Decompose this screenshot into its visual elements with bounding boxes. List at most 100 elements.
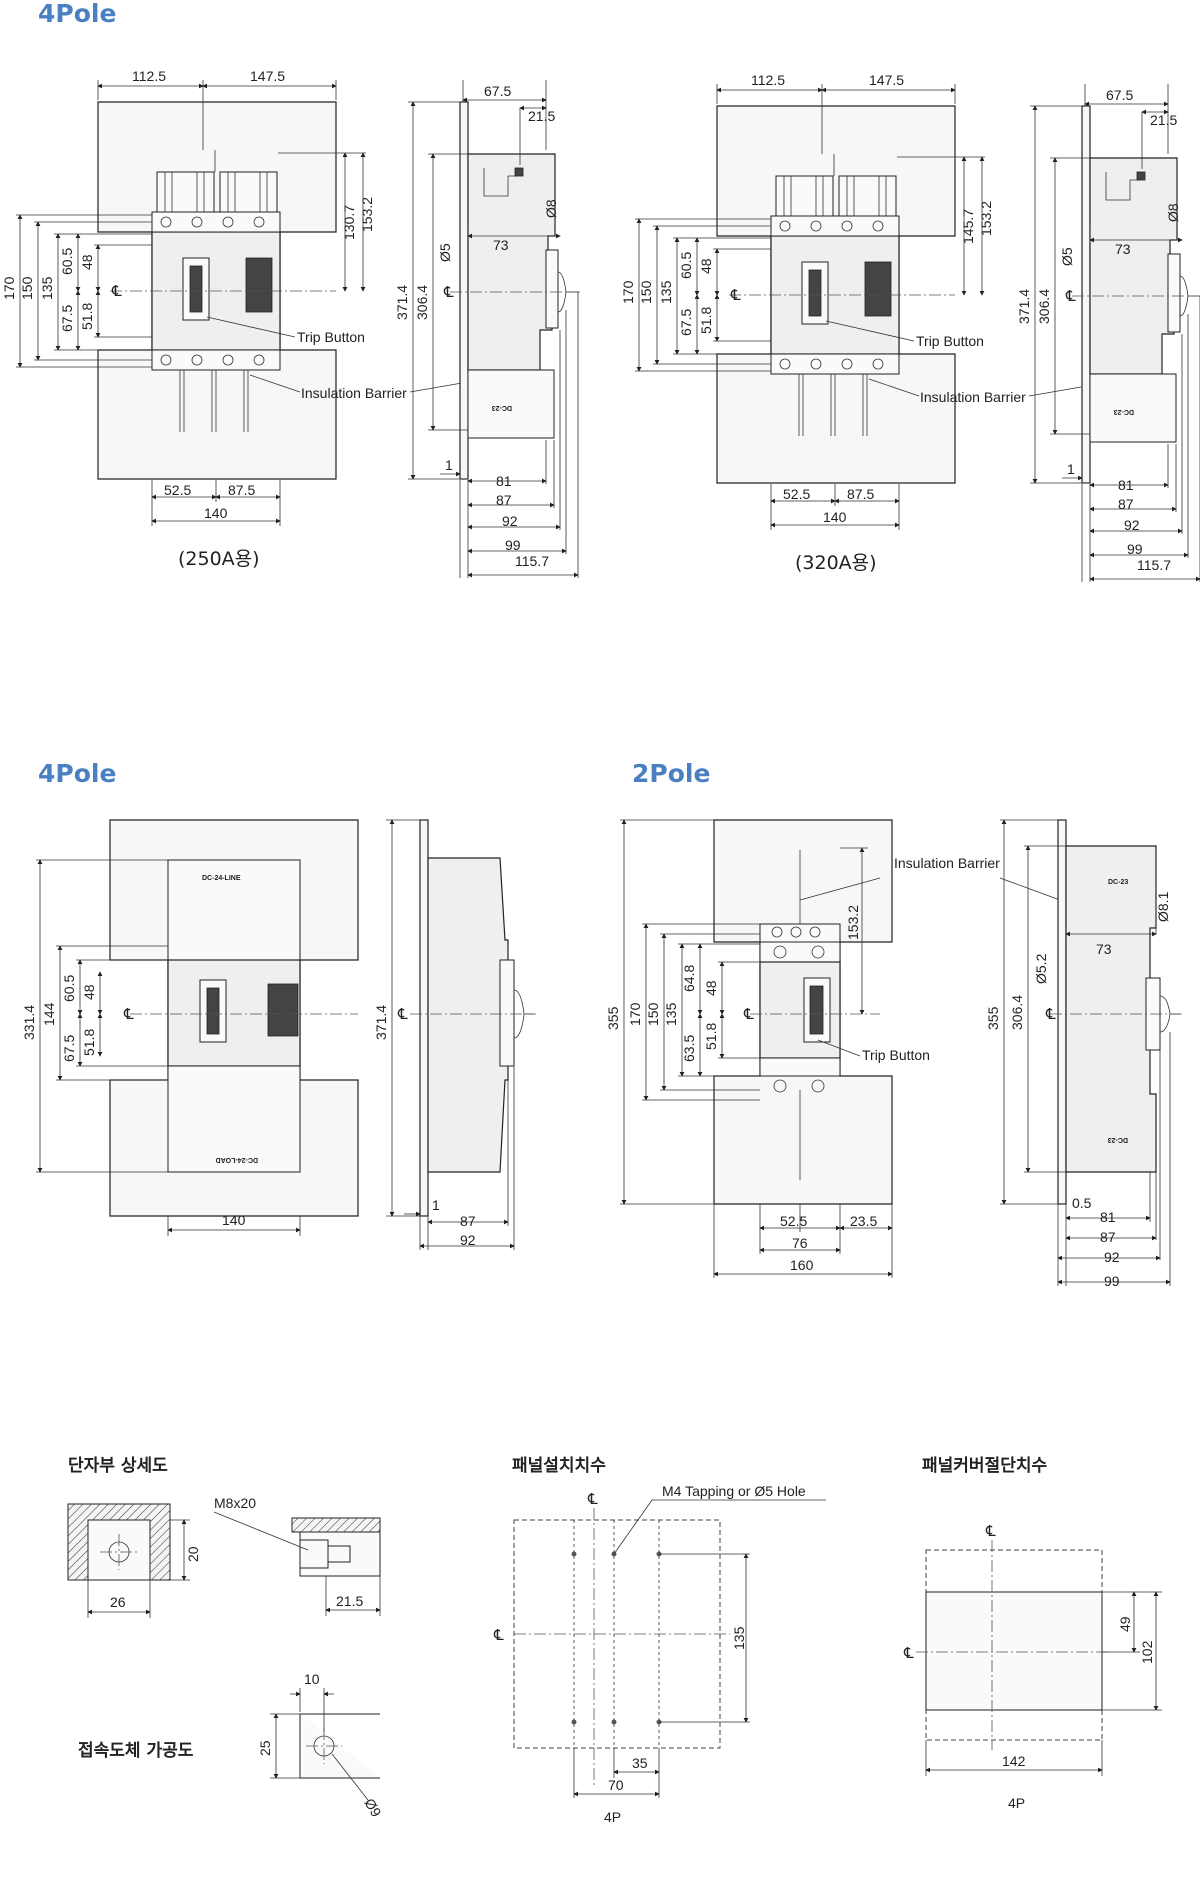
svg-text:355: 355: [985, 1006, 1001, 1030]
svg-text:4P: 4P: [1008, 1795, 1025, 1811]
insulation-barrier-label-250a: Insulation Barrier: [301, 385, 407, 401]
svg-text:℄: ℄: [123, 1005, 134, 1023]
svg-text:371.4: 371.4: [394, 285, 410, 320]
terminal-block-1: [156, 171, 215, 213]
svg-text:81: 81: [1118, 477, 1134, 493]
panel-mount: ℄ ℄ M4 Tapping or Ø5 Hole 135 35 70 4P: [493, 1483, 826, 1825]
svg-text:Ø5: Ø5: [437, 243, 453, 262]
svg-text:67.5: 67.5: [59, 305, 75, 332]
svg-text:52.5: 52.5: [164, 482, 191, 498]
svg-text:87.5: 87.5: [228, 482, 255, 498]
terminal-block-2: [219, 171, 278, 213]
svg-text:52.5: 52.5: [780, 1213, 807, 1229]
svg-text:355: 355: [605, 1006, 621, 1030]
svg-text:10: 10: [304, 1671, 320, 1687]
terminal-detail: 26 20 M8x20 21.5: [67, 1495, 381, 1618]
svg-text:51.8: 51.8: [79, 303, 95, 330]
svg-text:60.5: 60.5: [61, 975, 77, 1002]
svg-text:87: 87: [1100, 1229, 1116, 1245]
svg-text:99: 99: [1104, 1273, 1120, 1289]
svg-text:Ø9: Ø9: [361, 1796, 384, 1820]
svg-text:DC-24-LINE: DC-24-LINE: [202, 875, 241, 882]
svg-text:℄: ℄: [985, 1522, 996, 1540]
svg-text:73: 73: [1096, 941, 1112, 957]
svg-text:1: 1: [432, 1197, 440, 1213]
svg-text:140: 140: [823, 509, 847, 525]
svg-text:Ø5: Ø5: [1059, 247, 1075, 266]
svg-text:51.8: 51.8: [698, 307, 714, 334]
heading-2pole-mid: 2Pole: [632, 759, 710, 788]
svg-text:℄: ℄: [743, 1005, 754, 1023]
svg-text:153.2: 153.2: [978, 201, 994, 236]
title-panel-mount: 패널설치치수: [512, 1456, 606, 1476]
svg-text:℄: ℄: [1065, 287, 1076, 305]
svg-text:21.5: 21.5: [336, 1593, 363, 1609]
conductor-machining: 10 25 Ø9: [257, 1671, 385, 1820]
svg-text:102: 102: [1139, 1640, 1155, 1664]
svg-text:DC-23: DC-23: [1108, 1136, 1128, 1143]
svg-text:63.5: 63.5: [681, 1035, 697, 1062]
svg-text:M8x20: M8x20: [214, 1495, 256, 1511]
svg-text:145.7: 145.7: [960, 209, 976, 244]
caption-320a: (320A용): [795, 552, 877, 574]
svg-text:21.5: 21.5: [1150, 112, 1177, 128]
svg-text:306.4: 306.4: [414, 285, 430, 320]
side-view-250a: ℄ DC-23 371.4 306.4 67.5 21.5 Ø5 Ø8 73 1…: [394, 80, 580, 578]
svg-text:Ø8: Ø8: [1165, 203, 1181, 222]
svg-text:35: 35: [632, 1755, 648, 1771]
svg-text:73: 73: [1115, 241, 1131, 257]
svg-text:21.5: 21.5: [528, 108, 555, 124]
svg-text:23.5: 23.5: [850, 1213, 877, 1229]
svg-text:26: 26: [110, 1594, 126, 1610]
svg-text:73: 73: [493, 237, 509, 253]
svg-text:℄: ℄: [903, 1644, 914, 1662]
svg-text:Ø8.1: Ø8.1: [1155, 891, 1171, 922]
svg-text:135: 135: [663, 1002, 679, 1026]
svg-text:1: 1: [1067, 461, 1075, 477]
front-view-320a: ℄ 112.5 147.5 145.7 153.2 170 150 135 60…: [620, 72, 1082, 574]
panel-cover-cut: ℄ ℄ 49 102 142 4P: [903, 1522, 1162, 1811]
svg-text:81: 81: [1100, 1209, 1116, 1225]
svg-text:67.5: 67.5: [484, 83, 511, 99]
svg-text:48: 48: [81, 984, 97, 1000]
heading-4pole-top: 4Pole: [38, 0, 116, 28]
side-view-2pole: ℄ DC-23 DC-23 355 306.4 Ø5.2 Ø8.1 73 0.5…: [985, 819, 1182, 1289]
svg-text:306.4: 306.4: [1036, 289, 1052, 324]
svg-text:371.4: 371.4: [1016, 289, 1032, 324]
svg-text:135: 135: [39, 276, 55, 300]
front-view-2pole: ℄ 355 170 150 135 64.8 48 63.5 51.8 153.…: [605, 819, 1061, 1278]
title-terminal-detail: 단자부 상세도: [68, 1456, 168, 1476]
svg-text:60.5: 60.5: [59, 248, 75, 275]
svg-text:67.5: 67.5: [1106, 87, 1133, 103]
svg-text:1: 1: [445, 457, 453, 473]
svg-text:Ø8: Ø8: [543, 199, 559, 218]
svg-text:92: 92: [1124, 517, 1140, 533]
svg-text:135: 135: [731, 1626, 747, 1650]
svg-text:150: 150: [19, 276, 35, 300]
svg-text:Trip Button: Trip Button: [916, 333, 984, 349]
svg-text:112.5: 112.5: [751, 72, 785, 88]
svg-text:67.5: 67.5: [678, 309, 694, 336]
centerline-mark: ℄: [111, 282, 122, 300]
svg-text:331.4: 331.4: [21, 1005, 37, 1040]
svg-text:140: 140: [204, 505, 228, 521]
svg-text:DC-23: DC-23: [492, 404, 512, 411]
caption-250a: (250A용): [178, 548, 260, 570]
front-view-250a: ℄ 112.5 147.5 130.7 153.2 170 150 135 60…: [1, 68, 463, 570]
title-conductor-machining: 접속도체 가공도: [78, 1741, 194, 1761]
svg-text:87.5: 87.5: [847, 486, 874, 502]
svg-text:48: 48: [698, 258, 714, 274]
svg-text:67.5: 67.5: [61, 1035, 77, 1062]
svg-text:144: 144: [41, 1002, 57, 1026]
svg-text:147.5: 147.5: [250, 68, 285, 84]
svg-text:Insulation Barrier: Insulation Barrier: [894, 855, 1000, 871]
svg-text:170: 170: [627, 1002, 643, 1026]
svg-text:52.5: 52.5: [783, 486, 810, 502]
svg-text:51.8: 51.8: [81, 1029, 97, 1056]
svg-text:Trip Button: Trip Button: [862, 1047, 930, 1063]
svg-text:64.8: 64.8: [681, 965, 697, 992]
svg-text:DC-23: DC-23: [1114, 408, 1134, 415]
svg-text:℄: ℄: [397, 1005, 408, 1023]
svg-text:150: 150: [645, 1002, 661, 1026]
svg-text:92: 92: [502, 513, 518, 529]
